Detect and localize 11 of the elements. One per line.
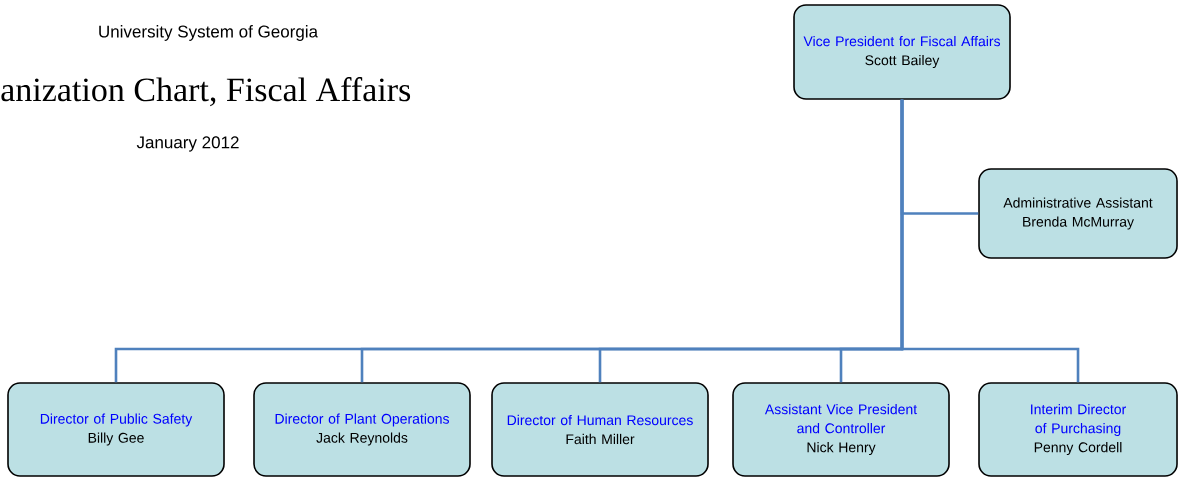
subtitle: January 2012 <box>136 136 239 152</box>
position-box: Administrative Assistant Brenda McMurray <box>978 168 1178 259</box>
connector-line <box>900 99 1080 383</box>
position-box: Interim Director of Purchasing Penny Cordell <box>978 382 1178 477</box>
position-box: Assistant Vice President and Controller Nick Henry <box>732 382 950 477</box>
title: anization Chart, Fiscal Affairs <box>1 77 411 107</box>
position-box: Director of Public Safety Billy Gee <box>7 382 225 477</box>
position-box: Director of Plant Operations Jack Reynolds <box>253 382 471 477</box>
position-box: Director of Human Resources Faith Miller <box>491 382 709 477</box>
position-box: Vice President for Fiscal Affairs Scott Bailey <box>793 4 1011 100</box>
subtitle: University System of Georgia <box>99 25 319 41</box>
